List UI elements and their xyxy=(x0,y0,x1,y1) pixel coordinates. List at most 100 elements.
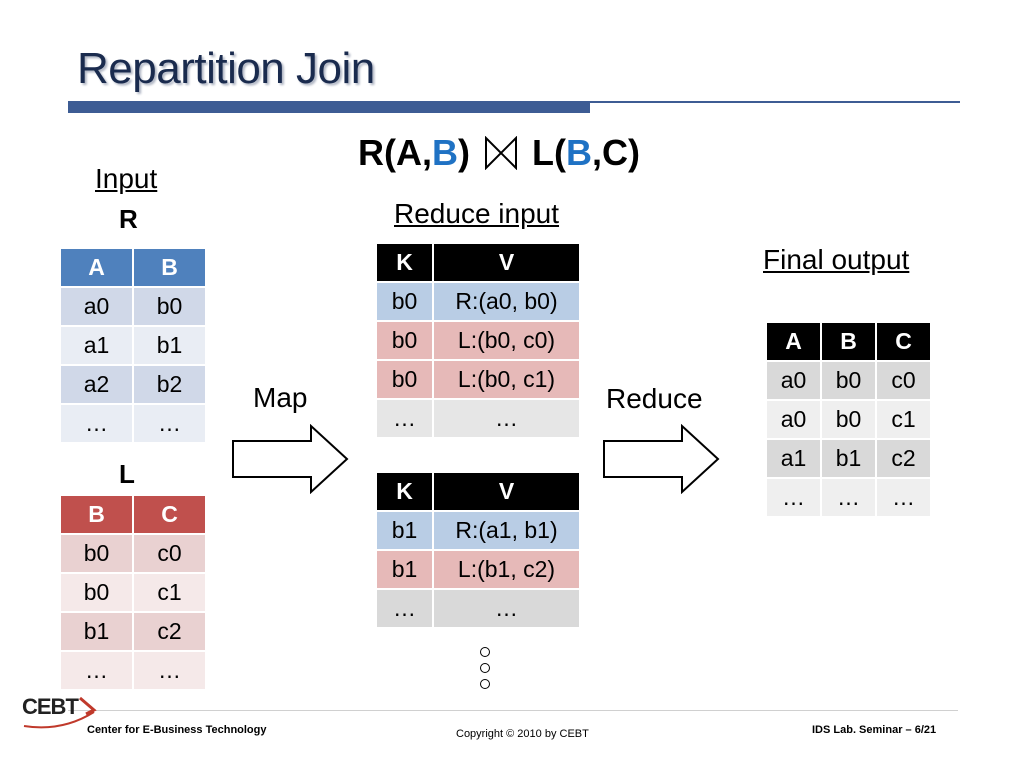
table-row: b1 R:(a1, b1) xyxy=(375,510,581,551)
reduce-table-1: K V b0 R:(a0, b0) b0 L:(b0, c0) b0 L:(b0… xyxy=(375,242,581,439)
table-cell: L:(b0, c0) xyxy=(432,320,581,361)
table-cell: b0 xyxy=(820,360,877,401)
r-table-label: R xyxy=(119,204,138,234)
ellipsis-dots-icon xyxy=(480,647,490,695)
table-cell: … xyxy=(375,588,434,629)
reduce-label: Reduce xyxy=(606,383,703,414)
table-cell: c0 xyxy=(132,533,207,574)
footer-divider xyxy=(68,710,958,711)
table-row: … … … xyxy=(765,477,932,518)
table-cell: b1 xyxy=(132,325,207,366)
output-header-b: B xyxy=(820,321,877,362)
l-header-c: C xyxy=(132,494,207,535)
table-cell: L:(b1, c2) xyxy=(432,549,581,590)
table-cell: b1 xyxy=(375,549,434,590)
table-cell: b1 xyxy=(375,510,434,551)
logo-swoosh-icon xyxy=(23,696,97,729)
l-header-b: B xyxy=(59,494,134,535)
formula-l-key: B xyxy=(566,132,593,174)
output-table: A B C a0 b0 c0 a0 b0 c1 a1 b1 c2 … … … xyxy=(765,321,932,518)
table-row: … … xyxy=(59,403,207,444)
table-cell: a0 xyxy=(59,286,134,327)
formula-l-suffix: ,C) xyxy=(592,132,641,174)
table-cell: b2 xyxy=(132,364,207,405)
reduce-input-label: Reduce input xyxy=(394,198,560,229)
map-label: Map xyxy=(253,382,308,413)
table-cell: L:(b0, c1) xyxy=(432,359,581,400)
table-cell: b0 xyxy=(375,359,434,400)
table-row: a1 b1 xyxy=(59,325,207,366)
footer-copyright: Copyright © 2010 by CEBT xyxy=(456,728,589,740)
table-cell: … xyxy=(875,477,932,518)
formula-r-suffix: ) xyxy=(458,132,470,174)
table-cell: … xyxy=(765,477,822,518)
reduce2-header-v: V xyxy=(432,471,581,512)
table-row: b0 c1 xyxy=(59,572,207,613)
table-cell: a2 xyxy=(59,364,134,405)
table-row: a0 b0 xyxy=(59,286,207,327)
input-label: Input xyxy=(95,163,158,194)
table-cell: … xyxy=(132,650,207,691)
table-cell: … xyxy=(132,403,207,444)
table-cell: b0 xyxy=(59,533,134,574)
final-output-label: Final output xyxy=(763,244,910,275)
table-cell: c0 xyxy=(875,360,932,401)
table-row: … … xyxy=(59,650,207,691)
cebt-logo: CEBT xyxy=(22,694,79,719)
table-row: b0 L:(b0, c1) xyxy=(375,359,581,400)
table-row: b0 R:(a0, b0) xyxy=(375,281,581,322)
l-table-label: L xyxy=(119,459,135,489)
formula-l-prefix: L( xyxy=(532,132,567,174)
formula-r-prefix: R(A, xyxy=(358,132,432,174)
output-header-a: A xyxy=(765,321,822,362)
table-cell: … xyxy=(375,398,434,439)
table-cell: b1 xyxy=(820,438,877,479)
table-cell: b1 xyxy=(59,611,134,652)
table-row: b0 c0 xyxy=(59,533,207,574)
title-underline-thin xyxy=(590,101,960,103)
table-cell: c1 xyxy=(132,572,207,613)
table-row: a1 b1 c2 xyxy=(765,438,932,479)
table-cell: c2 xyxy=(132,611,207,652)
table-row: … … xyxy=(375,398,581,439)
join-bowtie-icon xyxy=(485,136,518,171)
r-header-b: B xyxy=(132,247,207,288)
formula-r-key: B xyxy=(432,132,458,174)
table-row: a0 b0 c0 xyxy=(765,360,932,401)
table-cell: … xyxy=(820,477,877,518)
table-cell: b0 xyxy=(375,320,434,361)
right-arrow-icon xyxy=(232,424,349,494)
slide-title: Repartition Join xyxy=(77,44,375,93)
r-header-a: A xyxy=(59,247,134,288)
join-formula: R(A,B) L(B,C) xyxy=(358,130,640,174)
table-cell: b0 xyxy=(59,572,134,613)
table-row: … … xyxy=(375,588,581,629)
right-arrow-icon xyxy=(603,424,720,494)
l-table: B C b0 c0 b0 c1 b1 c2 … … xyxy=(59,494,207,691)
table-cell: R:(a1, b1) xyxy=(432,510,581,551)
table-cell: R:(a0, b0) xyxy=(432,281,581,322)
table-cell: … xyxy=(59,650,134,691)
table-cell: … xyxy=(59,403,134,444)
table-row: a2 b2 xyxy=(59,364,207,405)
table-row: b0 L:(b0, c0) xyxy=(375,320,581,361)
title-underline-thick xyxy=(68,101,590,113)
table-cell: a1 xyxy=(59,325,134,366)
table-row: b1 L:(b1, c2) xyxy=(375,549,581,590)
table-cell: a0 xyxy=(765,360,822,401)
table-cell: c2 xyxy=(875,438,932,479)
reduce1-header-v: V xyxy=(432,242,581,283)
footer-org: Center for E-Business Technology xyxy=(87,724,267,736)
table-row: a0 b0 c1 xyxy=(765,399,932,440)
table-cell: b0 xyxy=(820,399,877,440)
table-row: b1 c2 xyxy=(59,611,207,652)
table-cell: … xyxy=(432,588,581,629)
table-cell: b0 xyxy=(132,286,207,327)
r-table: A B a0 b0 a1 b1 a2 b2 … … xyxy=(59,247,207,444)
table-cell: b0 xyxy=(375,281,434,322)
reduce2-header-k: K xyxy=(375,471,434,512)
table-cell: a1 xyxy=(765,438,822,479)
table-cell: a0 xyxy=(765,399,822,440)
table-cell: … xyxy=(432,398,581,439)
footer-page-number: IDS Lab. Seminar – 6/21 xyxy=(812,724,937,736)
